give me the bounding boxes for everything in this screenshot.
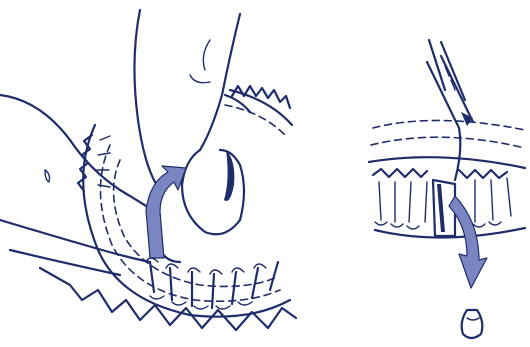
right-illustration-panel xyxy=(355,0,530,347)
curved-arrow-icon xyxy=(146,166,186,258)
curved-arrow-icon xyxy=(449,196,487,288)
left-illustration-panel xyxy=(0,0,320,347)
ratchet-ring-illustration xyxy=(40,86,296,330)
hand-and-ring-illustration xyxy=(0,0,320,347)
ball-bearing-illustration xyxy=(462,310,483,338)
screwdriver-and-ring-illustration xyxy=(355,0,530,347)
hand-illustration xyxy=(0,10,250,275)
ratchet-ring-illustration xyxy=(369,120,525,237)
